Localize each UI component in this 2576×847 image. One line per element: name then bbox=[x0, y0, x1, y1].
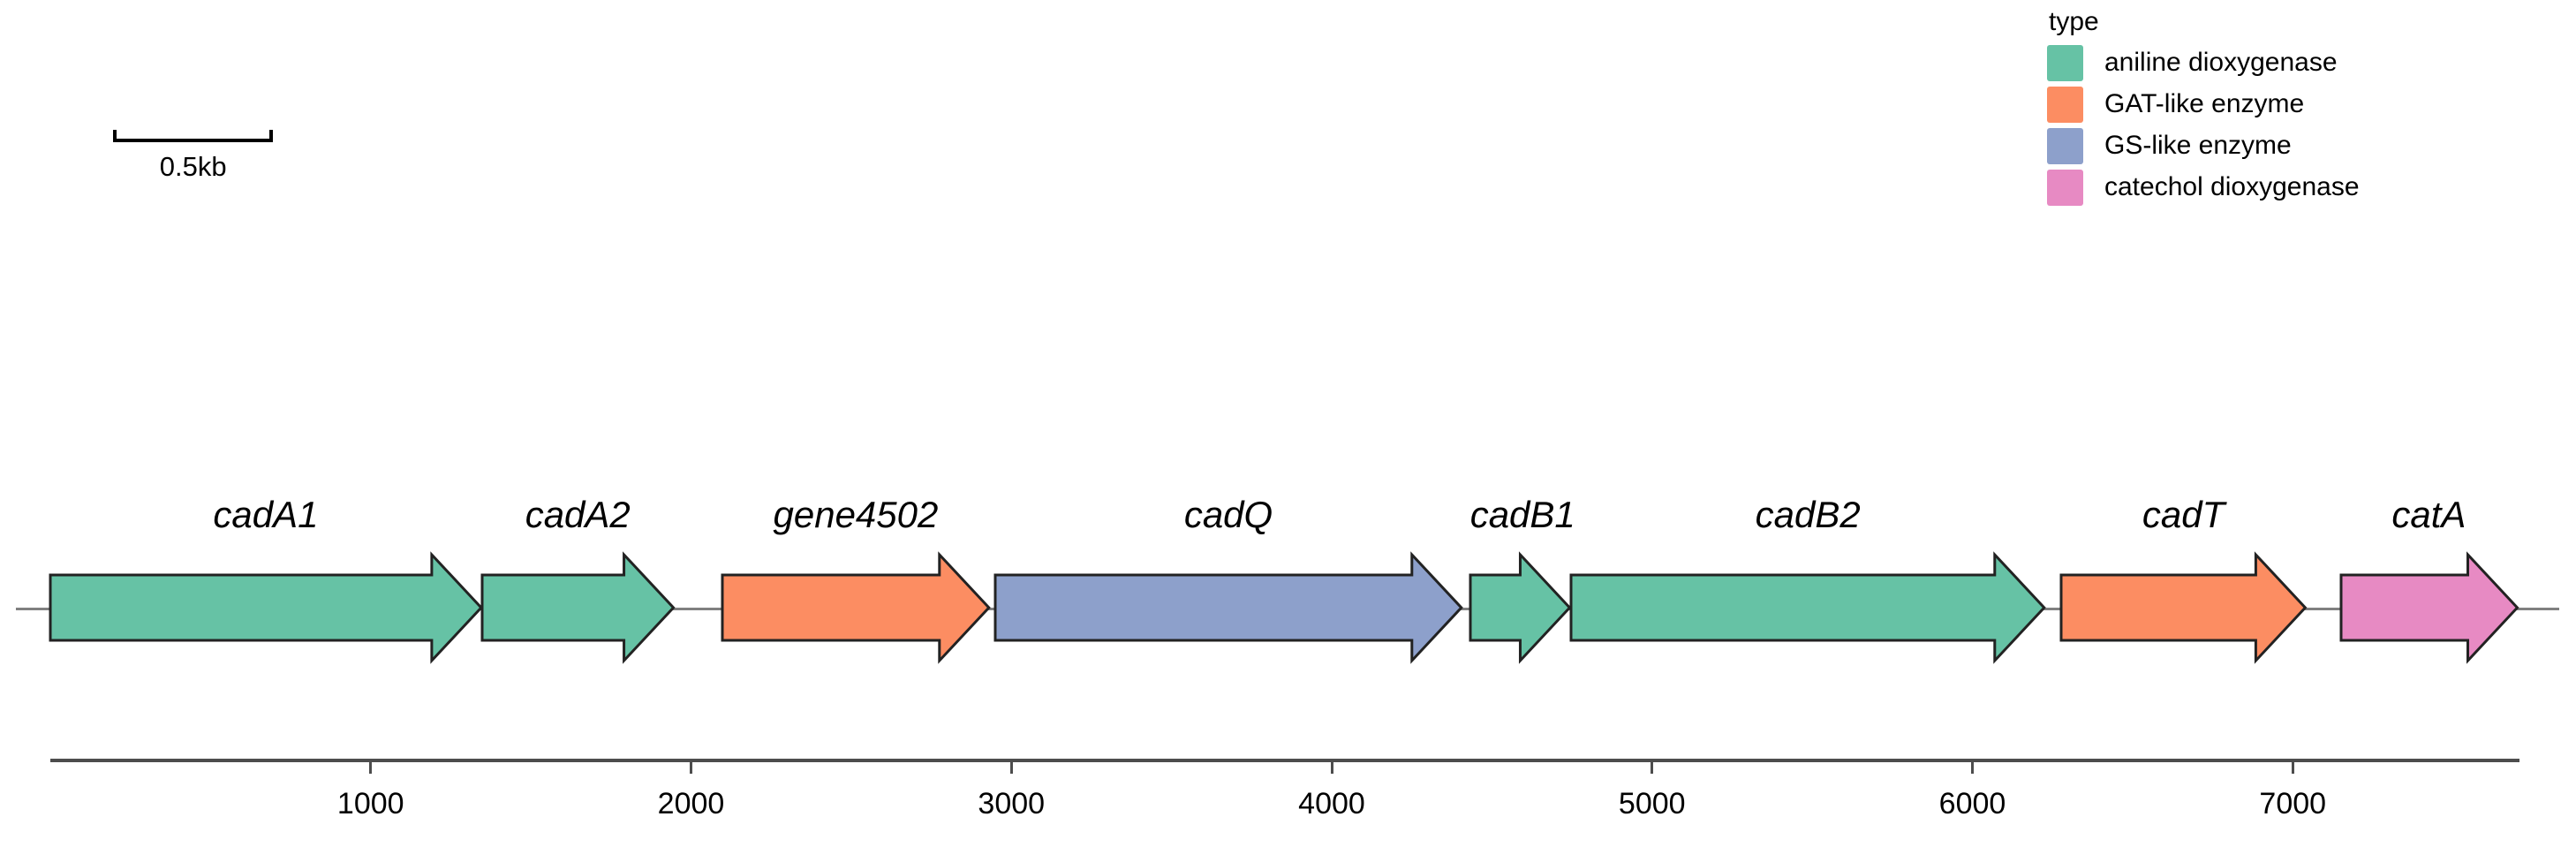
legend-label-gs-like-enzyme: GS-like enzyme bbox=[2104, 131, 2292, 160]
gene-shape-cadq bbox=[993, 551, 1463, 664]
gene-arrow-cata[interactable]: catA bbox=[2339, 494, 2519, 724]
legend-label-aniline-dioxygenase: aniline dioxygenase bbox=[2104, 48, 2338, 77]
axis-tick-label-6000: 6000 bbox=[1938, 787, 2006, 821]
legend-swatch-aniline-dioxygenase bbox=[2047, 44, 2083, 81]
axis-tick-6000 bbox=[1971, 762, 1974, 774]
gene-shape-cadb2 bbox=[1569, 551, 2047, 664]
axis-tick-label-4000: 4000 bbox=[1298, 787, 1365, 821]
gene-shape-gene4502 bbox=[721, 551, 991, 664]
gene-track: cadA1 cadA2 gene4502 cadQ cadB1 cadB2 cadT catA bbox=[0, 495, 2576, 724]
legend-label-catechol-dioxygenase: catechol dioxygenase bbox=[2104, 172, 2360, 201]
gene-label-cadb1: cadB1 bbox=[1469, 494, 1575, 535]
gene-label-cada1: cadA1 bbox=[213, 494, 319, 535]
gene-shape-cada2 bbox=[480, 551, 676, 664]
legend-item-gs-like-enzyme[interactable]: GS-like enzyme bbox=[2047, 125, 2360, 166]
gene-label-cata: catA bbox=[2391, 494, 2466, 535]
axis-tick-5000 bbox=[1651, 762, 1654, 774]
axis-line bbox=[50, 759, 2519, 762]
scale-bar: 0.5kb bbox=[113, 128, 274, 183]
scale-bar-line bbox=[113, 128, 274, 144]
legend: type aniline dioxygenase GAT-like enzyme… bbox=[2047, 7, 2360, 208]
scale-bar-tick-right bbox=[269, 130, 274, 142]
gene-label-cadq: cadQ bbox=[1183, 494, 1273, 535]
gene-arrow-cada1[interactable]: cadA1 bbox=[49, 494, 483, 724]
axis-tick-1000 bbox=[369, 762, 373, 774]
gene-label-cadt: cadT bbox=[2142, 494, 2225, 535]
gene-shape-cada1 bbox=[49, 551, 483, 664]
gene-arrow-cadb2[interactable]: cadB2 bbox=[1569, 494, 2047, 724]
axis-tick-label-7000: 7000 bbox=[2259, 787, 2327, 821]
legend-item-aniline-dioxygenase[interactable]: aniline dioxygenase bbox=[2047, 42, 2360, 83]
axis-tick-2000 bbox=[690, 762, 692, 774]
legend-swatch-gat-like-enzyme bbox=[2047, 86, 2083, 123]
gene-arrow-cadb1[interactable]: cadB1 bbox=[1469, 494, 1575, 724]
gene-arrow-cadt[interactable]: cadT bbox=[2059, 494, 2308, 724]
axis-tick-label-2000: 2000 bbox=[657, 787, 725, 821]
scale-bar-rule bbox=[113, 139, 274, 142]
legend-item-catechol-dioxygenase[interactable]: catechol dioxygenase bbox=[2047, 167, 2360, 208]
gene-label-gene4502: gene4502 bbox=[773, 494, 939, 535]
gene-arrow-gene4502[interactable]: gene4502 bbox=[721, 494, 991, 724]
gene-arrow-cada2[interactable]: cadA2 bbox=[480, 494, 676, 724]
scale-bar-label: 0.5kb bbox=[159, 151, 227, 182]
axis-tick-label-3000: 3000 bbox=[978, 787, 1046, 821]
gene-shape-cadb1 bbox=[1469, 551, 1572, 664]
legend-item-gat-like-enzyme[interactable]: GAT-like enzyme bbox=[2047, 84, 2360, 125]
legend-swatch-gs-like-enzyme bbox=[2047, 127, 2083, 164]
axis-tick-7000 bbox=[2291, 762, 2294, 774]
axis-tick-label-1000: 1000 bbox=[336, 787, 404, 821]
axis-tick-3000 bbox=[1009, 762, 1013, 774]
gene-arrow-cadq[interactable]: cadQ bbox=[993, 494, 1463, 724]
scale-bar-tick-left bbox=[113, 130, 117, 142]
position-axis: 1000 2000 3000 4000 5000 6000 7000 bbox=[0, 755, 2576, 847]
gene-shape-cadt bbox=[2059, 551, 2308, 664]
axis-tick-label-5000: 5000 bbox=[1618, 787, 1686, 821]
axis-tick-4000 bbox=[1330, 762, 1333, 774]
gene-shape-cata bbox=[2339, 551, 2519, 664]
gene-label-cadb2: cadB2 bbox=[1755, 494, 1861, 535]
gene-label-cada2: cadA2 bbox=[525, 494, 631, 535]
legend-label-gat-like-enzyme: GAT-like enzyme bbox=[2104, 89, 2305, 118]
legend-title: type bbox=[2049, 7, 2099, 36]
legend-swatch-catechol-dioxygenase bbox=[2047, 169, 2083, 206]
